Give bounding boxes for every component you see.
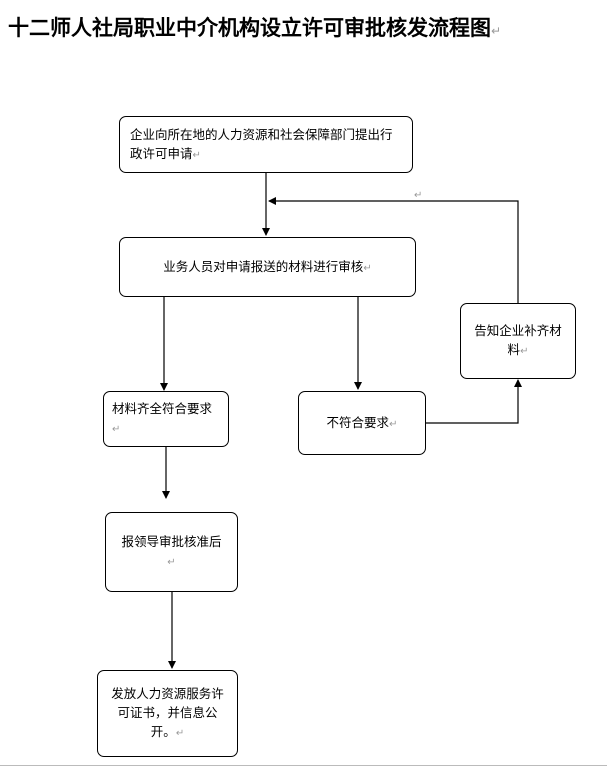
paragraph-mark: ↵ — [414, 190, 423, 201]
node-complete-text: 材料齐全符合要求 — [112, 401, 213, 416]
node-review: 业务人员对申请报送的材料进行审核↵ — [119, 237, 416, 297]
node-approve-text: 报领导审批核准后 — [121, 534, 222, 549]
page-bottom-edge — [0, 765, 607, 766]
paragraph-mark: ↵ — [389, 418, 398, 430]
node-review-text: 业务人员对申请报送的材料进行审核 — [163, 258, 364, 274]
paragraph-mark: ↵ — [112, 424, 121, 435]
node-approve: 报领导审批核准后 ↵ — [105, 512, 238, 592]
paragraph-mark: ↵ — [491, 24, 502, 38]
node-incomplete: 不符合要求↵ — [298, 391, 426, 455]
diagram-title: 十二师人社局职业中介机构设立许可审批核发流程图↵ — [8, 12, 603, 42]
title-text: 十二师人社局职业中介机构设立许可审批核发流程图 — [8, 16, 491, 40]
node-apply-text: 企业向所在地的人力资源和社会保障部门提出行政许可申请 — [130, 126, 393, 161]
paragraph-mark: ↵ — [175, 728, 185, 739]
node-incomplete-text: 不符合要求 — [326, 414, 390, 430]
node-issue: 发放人力资源服务许可证书，并信息公开。↵ — [97, 670, 238, 757]
arrow-incomplete-to-notify — [426, 379, 522, 424]
paragraph-mark: ↵ — [167, 557, 176, 568]
node-notify: 告知企业补齐材料↵ — [460, 303, 576, 379]
node-complete: 材料齐全符合要求 ↵ — [103, 391, 229, 447]
node-notify-text: 告知企业补齐材料 — [474, 323, 562, 357]
node-apply: 企业向所在地的人力资源和社会保障部门提出行政许可申请↵ — [119, 116, 413, 173]
node-issue-text: 发放人力资源服务许可证书，并信息公开。 — [111, 686, 224, 739]
paragraph-mark: ↵ — [363, 262, 372, 274]
paragraph-mark: ↵ — [520, 346, 529, 357]
arrow-notify-to-review — [268, 197, 519, 303]
paragraph-mark: ↵ — [192, 149, 201, 161]
